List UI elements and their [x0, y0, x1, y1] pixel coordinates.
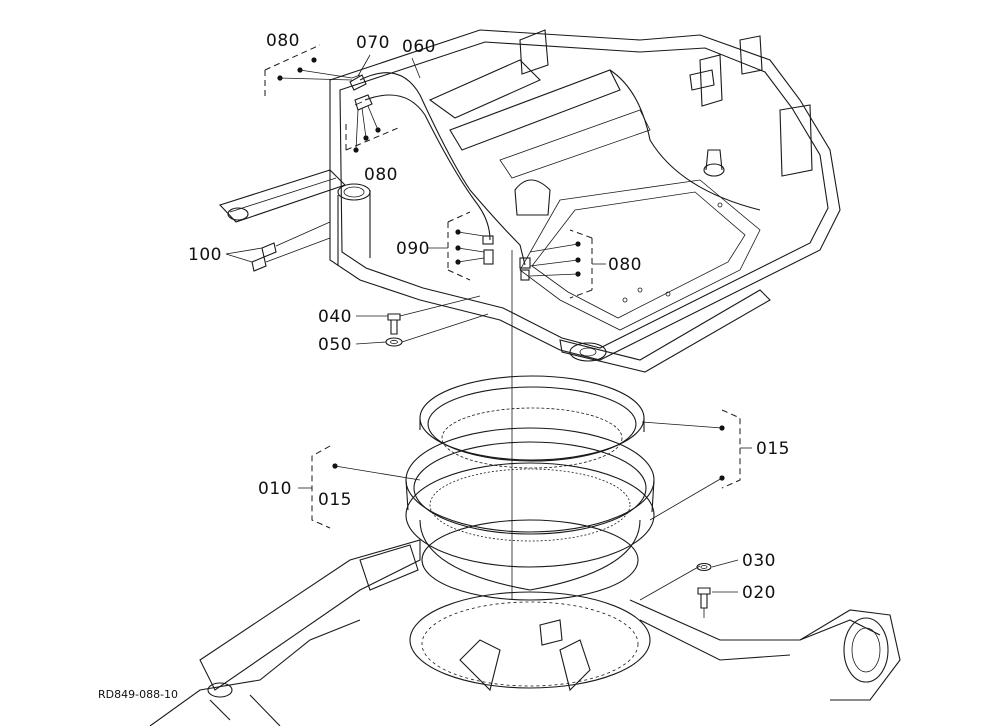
callout-020: 020	[742, 583, 776, 603]
callout-090: 090	[396, 239, 430, 259]
document-id: RD849-088-10	[98, 688, 178, 701]
callout-050: 050	[318, 335, 352, 355]
callout-080-top: 080	[266, 31, 300, 51]
bolt-040-050	[385, 313, 403, 347]
callout-060: 060	[402, 37, 436, 57]
callout-010: 010	[258, 479, 292, 499]
callout-070: 070	[356, 33, 390, 53]
callout-015-left: 015	[318, 490, 352, 510]
callout-080-left: 080	[364, 165, 398, 185]
callout-labels: 080 070 060 080 100 090 080 040 050 015 …	[98, 31, 790, 701]
slewing-ring	[405, 375, 655, 601]
bolt-020-030	[696, 562, 712, 618]
upper-frame	[219, 29, 841, 373]
callout-080-right: 080	[608, 255, 642, 275]
callout-leaders	[225, 44, 752, 601]
callout-030: 030	[742, 551, 776, 571]
hose-lines	[251, 69, 761, 281]
callout-100: 100	[188, 245, 222, 265]
callout-015-right: 015	[756, 439, 790, 459]
lower-frame	[149, 539, 901, 726]
callout-040: 040	[318, 307, 352, 327]
